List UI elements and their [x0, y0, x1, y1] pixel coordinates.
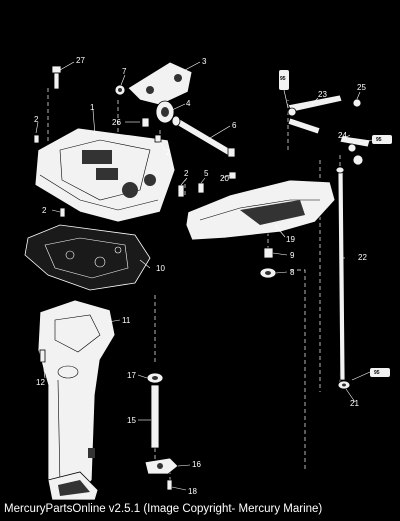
- callout-3: 3: [202, 57, 207, 66]
- bushing-part-21: [337, 380, 351, 390]
- bolt-part-27: [51, 65, 62, 90]
- callout-23: 23: [318, 90, 327, 99]
- water-tube-part-15: [150, 384, 160, 449]
- shift-rod-part-22: [335, 166, 346, 381]
- exploded-parts-diagram: 95 95 95: [24, 56, 392, 500]
- adapter-plate-part-1: [34, 127, 176, 223]
- callout-11: 11: [122, 316, 131, 325]
- shift-lever-part-23: [287, 94, 343, 135]
- callout-2-right: 2: [166, 148, 171, 157]
- callout-1: 1: [90, 103, 95, 112]
- callout-22: 22: [358, 253, 367, 262]
- callout-12: 12: [36, 378, 45, 387]
- small-fasteners: [33, 98, 362, 491]
- copyright-footer: MercuryPartsOnline v2.5.1 (Image Copyrig…: [4, 503, 323, 515]
- callout-9: 9: [290, 251, 295, 260]
- callout-19: 19: [286, 235, 295, 244]
- callout-18: 18: [188, 487, 197, 496]
- rubber-mount-part-4: [155, 100, 175, 124]
- guide-part-16: [144, 457, 179, 475]
- callout-21: 21: [350, 399, 359, 408]
- callout-2-top: 2: [34, 115, 39, 124]
- callout-numbers: 27 3 7 4 1 2 26 6 2 2 5 20 2 19 9 8 10 1…: [34, 56, 367, 496]
- lubricant-tube-1: 95: [279, 70, 289, 109]
- mount-bracket-part-3: [127, 61, 193, 106]
- bottom-seal: [47, 471, 99, 500]
- driveshaft-housing-part-11: [37, 299, 116, 496]
- callout-20: 20: [220, 174, 229, 183]
- callout-4: 4: [186, 99, 191, 108]
- callout-16: 16: [192, 460, 201, 469]
- callout-6: 6: [232, 121, 237, 130]
- tube-label: 95: [376, 137, 382, 143]
- lubricant-tube-3: 95: [351, 368, 390, 381]
- callout-15: 15: [127, 416, 136, 425]
- callout-26: 26: [112, 118, 121, 127]
- bolt-part-6: [171, 115, 236, 158]
- callout-2-lower: 2: [184, 169, 189, 178]
- tube-label: 95: [374, 370, 380, 376]
- callout-10: 10: [156, 264, 165, 273]
- tube-label: 95: [280, 76, 286, 82]
- leader-lines: [35, 61, 361, 491]
- lever-part-24: [339, 135, 371, 166]
- callout-24: 24: [338, 131, 347, 140]
- cover-part-19: [185, 179, 336, 241]
- callout-25: 25: [357, 83, 366, 92]
- callout-8: 8: [290, 268, 295, 277]
- lubricant-tube-2: 95: [359, 135, 392, 145]
- washer-part-8: [259, 267, 277, 279]
- gasket-part-10: [24, 224, 151, 291]
- callout-7: 7: [122, 67, 127, 76]
- washer-part-9: [263, 247, 274, 259]
- nut-part-7: [114, 84, 126, 96]
- callout-5: 5: [204, 169, 209, 178]
- callout-17: 17: [127, 371, 136, 380]
- grommet-part-17: [146, 372, 164, 384]
- callout-2-left: 2: [42, 206, 47, 215]
- callout-27: 27: [76, 56, 85, 65]
